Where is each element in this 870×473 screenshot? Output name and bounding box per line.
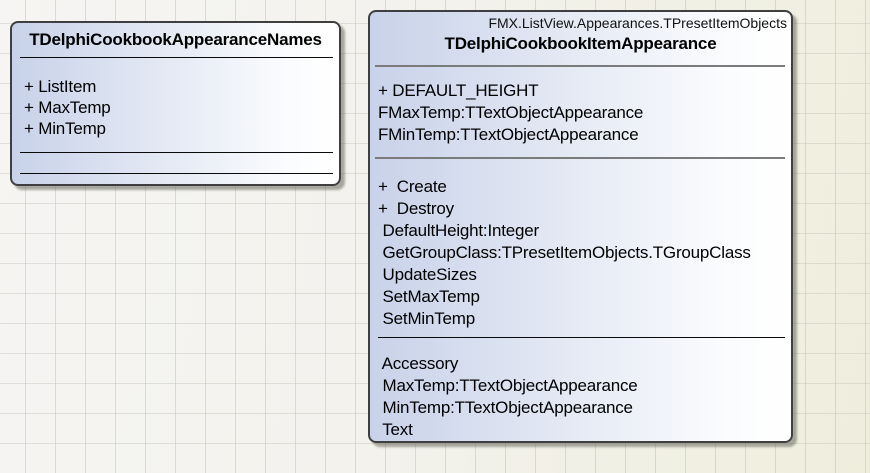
section-separator — [375, 157, 785, 159]
property-row[interactable]: MinTemp:TTextObjectAppearance — [378, 398, 633, 417]
ancestor-class-label: FMX.ListView.Appearances.TPresetItemObje… — [488, 15, 787, 31]
field-row[interactable]: FMaxTemp:TTextObjectAppearance — [378, 103, 644, 122]
methods-section: + Create + Destroy DefaultHeight:Integer… — [370, 159, 791, 337]
method-row[interactable]: SetMinTemp — [378, 309, 476, 328]
field-row[interactable]: + MaxTemp — [24, 98, 111, 117]
method-row[interactable]: + Create — [378, 177, 447, 196]
property-row[interactable]: Accessory — [378, 354, 459, 373]
method-row[interactable]: UpdateSizes — [378, 265, 477, 284]
fields-section: + DEFAULT_HEIGHT FMaxTemp:TTextObjectApp… — [370, 67, 791, 157]
method-row[interactable]: + Destroy — [378, 199, 454, 218]
section-separator — [378, 337, 785, 338]
field-row[interactable]: + MinTemp — [24, 119, 106, 138]
methods-section-empty — [12, 153, 339, 173]
class-header: FMX.ListView.Appearances.TPresetItemObje… — [370, 12, 791, 65]
method-row[interactable]: GetGroupClass:TPresetItemObjects.TGroupC… — [378, 243, 751, 262]
class-box-item-appearance[interactable]: FMX.ListView.Appearances.TPresetItemObje… — [368, 10, 793, 443]
section-separator — [375, 65, 785, 67]
method-row[interactable]: SetMaxTemp — [378, 287, 480, 306]
class-header: TDelphiCookbookAppearanceNames — [12, 23, 339, 57]
section-separator — [20, 57, 333, 58]
field-row[interactable]: + ListItem — [24, 77, 97, 96]
section-separator — [20, 173, 333, 174]
properties-section-empty — [12, 174, 339, 184]
section-separator — [20, 152, 333, 153]
class-name[interactable]: TDelphiCookbookItemAppearance — [444, 34, 717, 53]
class-box-appearance-names[interactable]: TDelphiCookbookAppearanceNames + ListIte… — [10, 21, 341, 186]
field-row[interactable]: + DEFAULT_HEIGHT — [378, 81, 539, 100]
field-row[interactable]: FMinTemp:TTextObjectAppearance — [378, 125, 639, 144]
class-name[interactable]: TDelphiCookbookAppearanceNames — [29, 30, 322, 49]
properties-section: Accessory MaxTemp:TTextObjectAppearance … — [370, 338, 791, 443]
property-row[interactable]: MaxTemp:TTextObjectAppearance — [378, 376, 638, 395]
property-row[interactable]: Text — [378, 420, 413, 439]
method-row[interactable]: DefaultHeight:Integer — [378, 221, 540, 240]
fields-section: + ListItem + MaxTemp + MinTemp — [12, 58, 339, 152]
